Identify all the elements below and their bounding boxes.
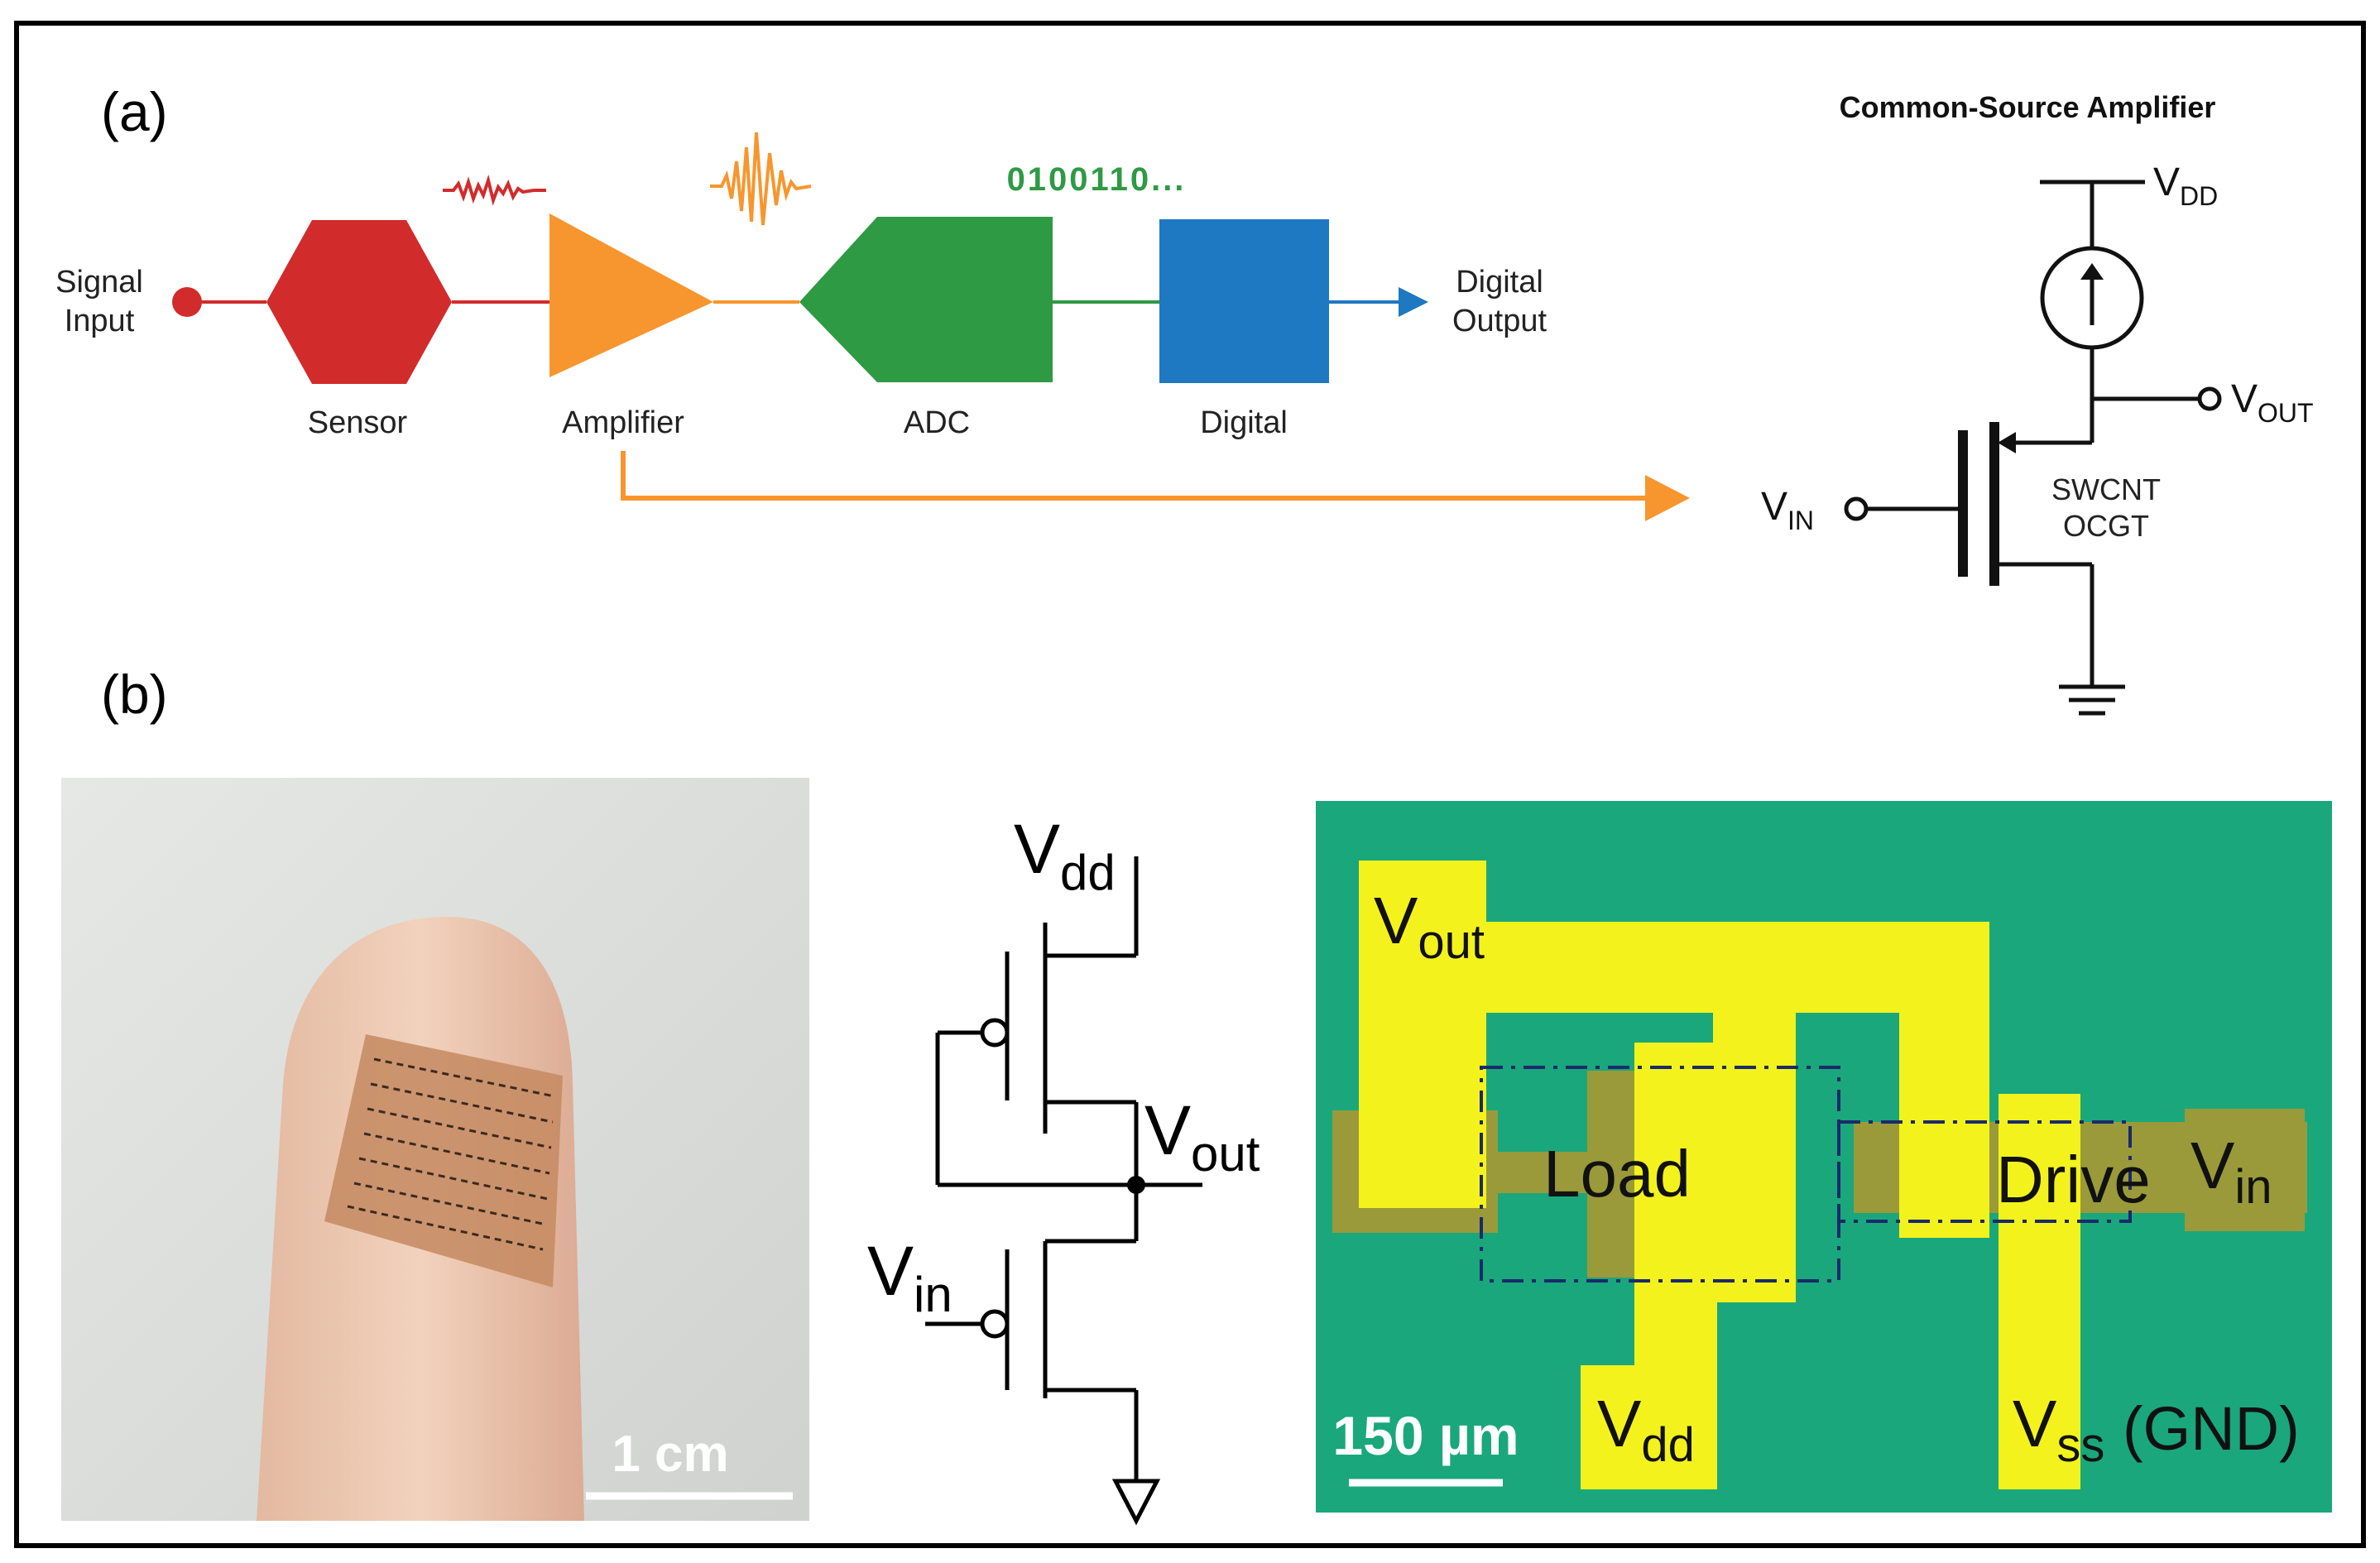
vin-terminal [1844,496,1869,521]
schematic-vout-label: Vout [1144,1091,1260,1182]
output-node-dot [1127,1176,1145,1194]
amplifier-callout-line [621,451,1647,501]
vss-electrode [1999,1094,2080,1489]
micro-gnd-label: (GND) [2123,1394,2300,1463]
adc-label: ADC [904,405,970,440]
adc-block [799,217,1053,382]
schematic-vin-label: Vin [867,1232,952,1322]
micro-load-label: Load [1543,1137,1691,1211]
micro-drive-label: Drive [1996,1143,2151,1216]
sensor-array-dots [347,1057,555,1251]
sensor-label: Sensor [308,405,408,440]
sensor-array-patch [324,1034,563,1287]
vin-channel-pad [2185,1109,2305,1231]
current-arrow-head-icon [2080,263,2104,280]
amplifier-label: Amplifier [562,405,684,440]
device-label-line2: OCGT [2063,509,2149,543]
photo-scale-label: 1 cm [612,1426,728,1483]
sensor-block [266,220,452,384]
amplifier-callout-arrow-icon [1645,475,1690,521]
digital-block [1159,219,1329,383]
vout-electrode-right [1899,922,1989,1238]
panel-a-label: (a) [101,81,168,142]
panel-b-label: (b) [101,664,168,725]
vout-label: VOUT [2231,377,2314,428]
digital-output-label-line1: Digital [1456,265,1543,300]
vout-electrode-finger [1713,1013,1796,1302]
micro-vss-label: Vss [2013,1387,2104,1472]
signal-input-label-line1: Signal [55,265,143,300]
ground-symbol-icon [1111,1479,1161,1526]
common-source-circuit: Common-Source Amplifier [1840,90,2222,716]
digital-output-label-line2: Output [1452,304,1547,338]
vdd-electrode-pad [1581,1365,1717,1489]
vin-label: VIN [1761,485,1814,535]
micro-vin-label: Vin [2190,1129,2272,1214]
device-label-line1: SWCNT [2051,472,2161,506]
panel-b: (b) [61,664,2332,1526]
vdd-label: VDD [2153,161,2218,211]
digital-label: Digital [1200,405,1288,440]
output-arrow-icon [1399,287,1428,317]
circuit-title: Common-Source Amplifier [1840,90,2216,124]
micro-scale-label: 150 µm [1332,1405,1519,1466]
electrodes [1359,861,2080,1489]
drive-region-box [1837,1120,2132,1223]
amplified-signal-icon [710,132,812,226]
amplifier-block [549,213,713,377]
signal-input-label-line2: Input [65,304,135,338]
panel-a: (a) Signal Input Sensor Amplifier ADC 01… [55,81,2314,716]
vout-electrode-vertical [1359,861,1486,1208]
vout-electrode-top [1359,922,1989,1013]
vout-terminal [2197,386,2222,411]
schematic-vdd-label: Vdd [1014,810,1116,900]
micro-vout-label: Vout [1374,884,1485,969]
finger-photo: 1 cm [61,778,809,1521]
transistor-arrow-icon [1998,432,2016,453]
micro-vdd-label: Vdd [1597,1387,1695,1472]
sensor-signal-icon [443,174,546,206]
binary-output-text: 0100110... [1007,161,1187,198]
inverter-schematic [925,856,1202,1526]
device-micrograph: Vout Load Drive Vin Vdd Vss (GND) 150 µm [1316,801,2332,1513]
